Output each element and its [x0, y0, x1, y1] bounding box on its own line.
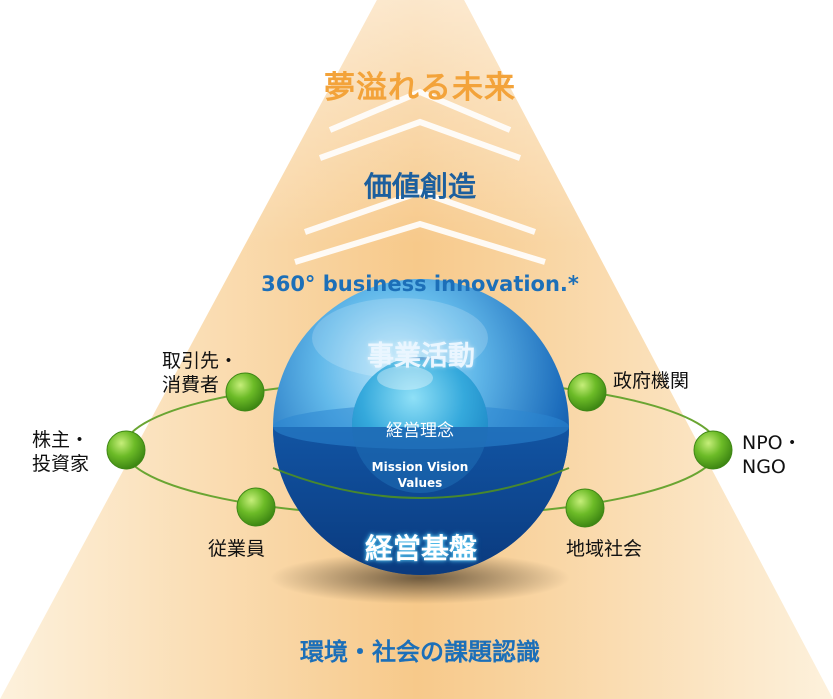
label-shareholders: 株主・ 投資家: [32, 429, 90, 475]
label-community: 地域社会: [566, 538, 643, 560]
management-foundation-label: 経営基盤: [364, 532, 478, 565]
social-issues-label: 環境・社会の課題認識: [300, 638, 540, 666]
core-sphere: [352, 357, 488, 493]
tagline: 360° business innovation.*: [261, 272, 579, 296]
sphere-shadow: [270, 552, 570, 604]
node-employees: [236, 487, 276, 527]
business-activities-label: 事業活動: [367, 341, 475, 372]
node-community: [565, 488, 605, 528]
management-philosophy-label: 経営理念: [386, 421, 454, 441]
node-shareholders: [106, 430, 146, 470]
node-government: [567, 372, 607, 412]
road-chevrons: [294, 88, 546, 265]
node-business-partners: [225, 372, 265, 412]
label-business-partners: 取引先・ 消費者: [162, 350, 239, 396]
label-employees: 従業員: [208, 538, 266, 560]
stakeholder-nodes: [106, 372, 733, 528]
future-label: 夢溢れる未来: [324, 70, 516, 106]
label-npo: NPO・ NGO: [742, 432, 802, 478]
node-npo: [693, 430, 733, 470]
value-creation-label: 価値創造: [363, 170, 477, 203]
label-government: 政府機関: [613, 370, 690, 392]
mission-vision-values-label: Mission Vision Values: [371, 460, 469, 490]
